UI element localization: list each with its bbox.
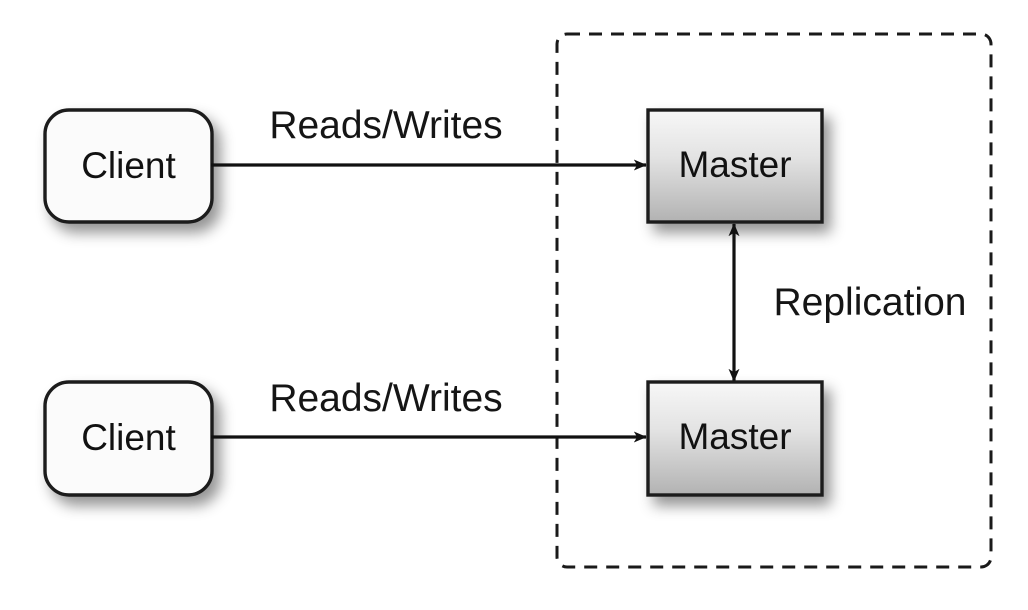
edge-client-bottom-master-bottom-label: Reads/Writes (269, 377, 502, 420)
node-client-bottom[interactable]: Client (43, 380, 214, 497)
edge-master-replication-label: Replication (774, 281, 967, 324)
client-top-label: Client (81, 145, 176, 186)
master-top-shape (646, 108, 824, 224)
master-top-label: Master (678, 144, 791, 185)
master-bottom-shape (646, 380, 824, 497)
replication-cluster-boundary (555, 32, 993, 569)
node-master-top[interactable]: Master (646, 108, 824, 224)
edge-client-top-master-top-label: Reads/Writes (269, 104, 502, 147)
node-client-top[interactable]: Client (43, 108, 214, 224)
node-master-bottom[interactable]: Master (646, 380, 824, 497)
client-bottom-label: Client (81, 417, 176, 458)
master-bottom-label: Master (678, 416, 791, 457)
